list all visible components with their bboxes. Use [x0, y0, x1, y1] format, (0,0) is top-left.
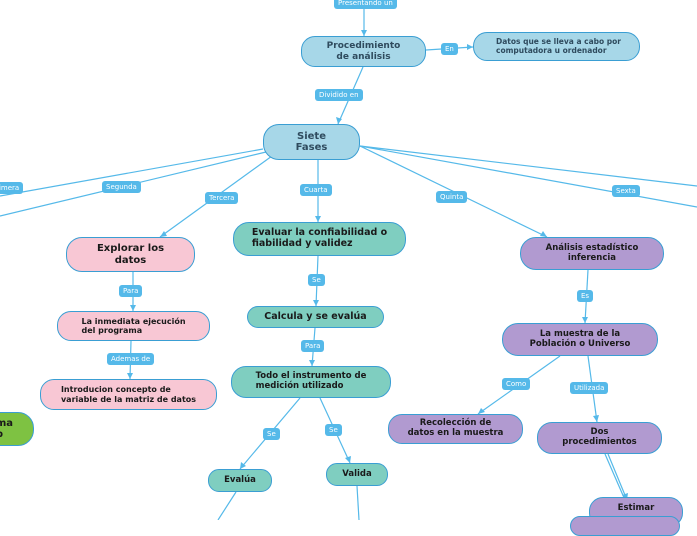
label-para-2: Para [301, 340, 325, 352]
label-segunda: Segunda [102, 181, 141, 193]
label-ademas: Ademas de [107, 353, 155, 365]
node-green-partial[interactable]: ma b [0, 412, 34, 446]
node-procedimiento[interactable]: Procedimiento de análisis [301, 36, 426, 67]
node-recoleccion[interactable]: Recolección de datos en la muestra [388, 414, 523, 444]
label-presentando: Presentando un [334, 0, 397, 9]
node-evaluar[interactable]: Evaluar la confiabilidad o fiabilidad y … [233, 222, 406, 256]
label-tercera: Tercera [205, 192, 239, 204]
label-se-3: Se [325, 424, 342, 436]
label-para-1: Para [119, 285, 143, 297]
node-evalua[interactable]: Evalúa [208, 469, 272, 492]
node-dos-procedimientos[interactable]: Dos procedimientos [537, 422, 662, 454]
node-muestra[interactable]: La muestra de la Población o Universo [502, 323, 658, 356]
label-dividido: Dividido en [315, 89, 363, 101]
label-se-2: Se [263, 428, 280, 440]
node-calcula[interactable]: Calcula y se evalúa [247, 306, 384, 328]
node-introducion[interactable]: Introducion concepto de variable de la m… [40, 379, 217, 410]
label-cuarta: Cuarta [300, 184, 332, 196]
label-en: En [441, 43, 458, 55]
node-partial-bottom [570, 516, 680, 536]
label-como: Como [502, 378, 531, 390]
label-sexta: Sexta [612, 185, 640, 197]
node-valida[interactable]: Valida [326, 463, 388, 486]
node-siete-fases[interactable]: Siete Fases [263, 124, 360, 160]
label-es: Es [577, 290, 594, 302]
node-inmediata[interactable]: La inmediata ejecución del programa [57, 311, 210, 341]
node-explorar[interactable]: Explorar los datos [66, 237, 195, 272]
label-primera: Primera [0, 182, 24, 194]
label-se-1: Se [308, 274, 325, 286]
node-todo[interactable]: Todo el instrumento de medición utilizad… [231, 366, 391, 398]
label-utilizada: Utilizada [570, 382, 609, 394]
label-quinta: Quinta [436, 191, 468, 203]
node-analisis[interactable]: Análisis estadístico inferencia [520, 237, 664, 270]
node-datos[interactable]: Datos que se lleva a cabo por computador… [473, 32, 640, 61]
